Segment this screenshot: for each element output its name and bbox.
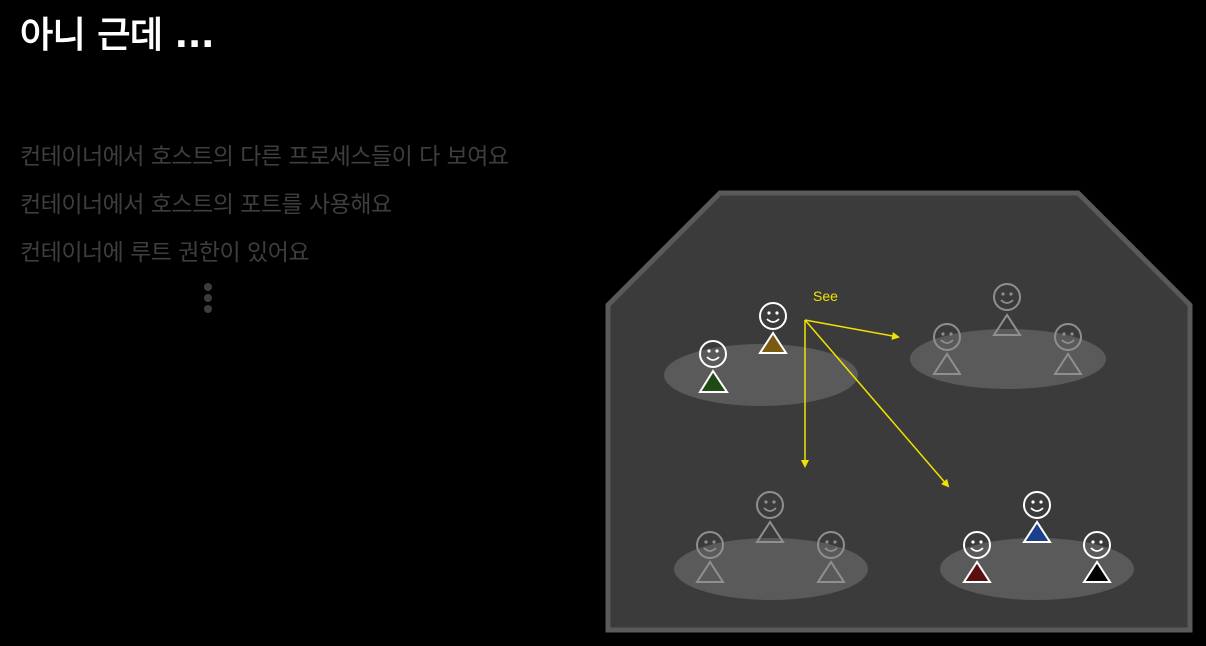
process-group-top-right (910, 329, 1106, 389)
see-arrow-diagonal (804, 319, 950, 488)
person-body (1082, 560, 1112, 583)
slide-title: 아니 근데 ... (20, 15, 215, 56)
person-body (962, 560, 992, 583)
process-group-bottom-right (940, 538, 1134, 600)
person-body (698, 369, 729, 393)
person-body (758, 331, 788, 354)
person-body (816, 560, 846, 583)
person-body (1022, 520, 1052, 543)
person-body (992, 313, 1022, 336)
ellipsis-icon (203, 283, 213, 313)
person-body (755, 520, 785, 543)
bullet-item: 컨테이너에서 호스트의 다른 프로세스들이 다 보여요 (20, 144, 509, 170)
person-body (1053, 352, 1083, 375)
process-group-bottom-left (674, 538, 868, 600)
see-label: See (813, 288, 838, 304)
bullet-list: 컨테이너에서 호스트의 다른 프로세스들이 다 보여요 컨테이너에서 호스트의 … (20, 140, 509, 284)
bullet-item: 컨테이너에 루트 권한이 있어요 (20, 240, 310, 266)
see-arrow-right (804, 319, 900, 340)
person-body (932, 352, 962, 375)
person-body (695, 560, 725, 583)
bullet-item: 컨테이너에서 호스트의 포트를 사용해요 (20, 192, 392, 218)
host-box (605, 190, 1193, 633)
